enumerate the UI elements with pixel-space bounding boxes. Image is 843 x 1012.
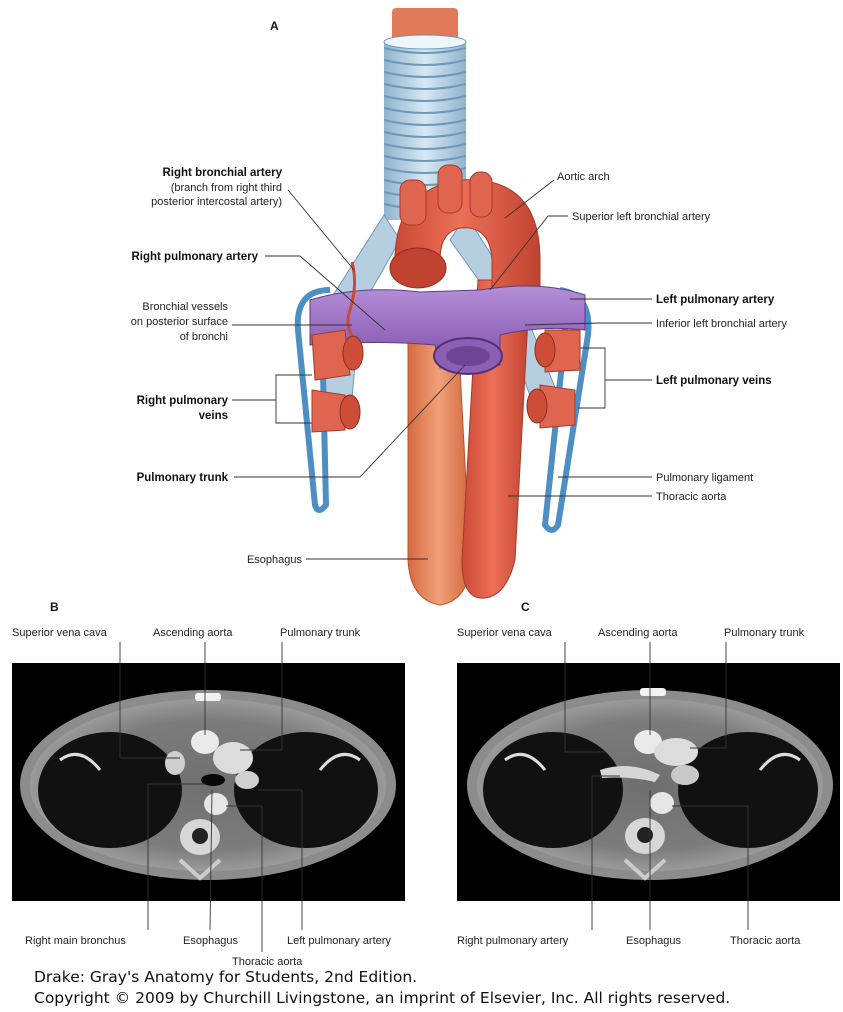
label-right-pulmonary-artery: Right pulmonary artery	[131, 251, 258, 263]
label-superior-left-bronchial-artery: Superior left bronchial artery	[572, 211, 711, 223]
label-right-pulmonary-veins-1: Right pulmonary	[137, 395, 229, 407]
label-thoracic-aorta-a: Thoracic aorta	[656, 491, 727, 503]
label-bronchial-vessels-2: on posterior surface	[131, 316, 228, 328]
label-bronchial-vessels-3: of bronchi	[180, 331, 228, 343]
ct-b-anatomy	[20, 690, 396, 880]
label-pulmonary-trunk-b: Pulmonary trunk	[280, 627, 361, 639]
label-ascending-aorta-c: Ascending aorta	[598, 627, 678, 639]
panel-c: C Superior vena cava Ascending aorta Pul…	[457, 600, 840, 947]
label-esophagus-a: Esophagus	[247, 554, 303, 566]
label-pulmonary-trunk-a: Pulmonary trunk	[137, 472, 229, 484]
label-right-bronchial-artery-note-2: posterior intercostal artery)	[151, 196, 282, 208]
label-svc-c: Superior vena cava	[457, 627, 553, 639]
label-esophagus-c: Esophagus	[626, 935, 682, 947]
label-left-pulmonary-veins: Left pulmonary veins	[656, 375, 772, 387]
label-pulmonary-ligament: Pulmonary ligament	[656, 472, 753, 484]
panel-b: B Superior vena cava Ascending aorta Pul…	[12, 600, 405, 968]
credit-line-2: Copyright © 2009 by Churchill Livingston…	[34, 989, 730, 1007]
label-svc-b: Superior vena cava	[12, 627, 108, 639]
label-left-pulmonary-artery-a: Left pulmonary artery	[656, 294, 775, 306]
label-right-bronchial-artery: Right bronchial artery	[163, 167, 283, 179]
label-right-pulmonary-veins-2: veins	[199, 410, 228, 422]
label-aortic-arch: Aortic arch	[557, 171, 610, 183]
panel-c-letter: C	[521, 600, 530, 614]
label-right-pulmonary-artery-c: Right pulmonary artery	[457, 935, 569, 947]
credit-line-1: Drake: Gray's Anatomy for Students, 2nd …	[34, 968, 417, 986]
label-bronchial-vessels-1: Bronchial vessels	[142, 301, 228, 313]
panel-b-letter: B	[50, 600, 59, 614]
label-right-main-bronchus-b: Right main bronchus	[25, 935, 126, 947]
label-esophagus-b: Esophagus	[183, 935, 239, 947]
panel-a-illustration: A Right bronchial artery (branch from ri…	[131, 8, 788, 605]
label-inferior-left-bronchial-artery: Inferior left bronchial artery	[656, 318, 787, 330]
label-thoracic-aorta-c: Thoracic aorta	[730, 935, 801, 947]
label-pulmonary-trunk-c: Pulmonary trunk	[724, 627, 805, 639]
label-right-bronchial-artery-note-1: (branch from right third	[171, 182, 282, 194]
label-ascending-aorta-b: Ascending aorta	[153, 627, 233, 639]
panel-a-letter: A	[270, 19, 279, 33]
label-thoracic-aorta-b: Thoracic aorta	[232, 956, 303, 968]
label-left-pulmonary-artery-b: Left pulmonary artery	[287, 935, 391, 947]
